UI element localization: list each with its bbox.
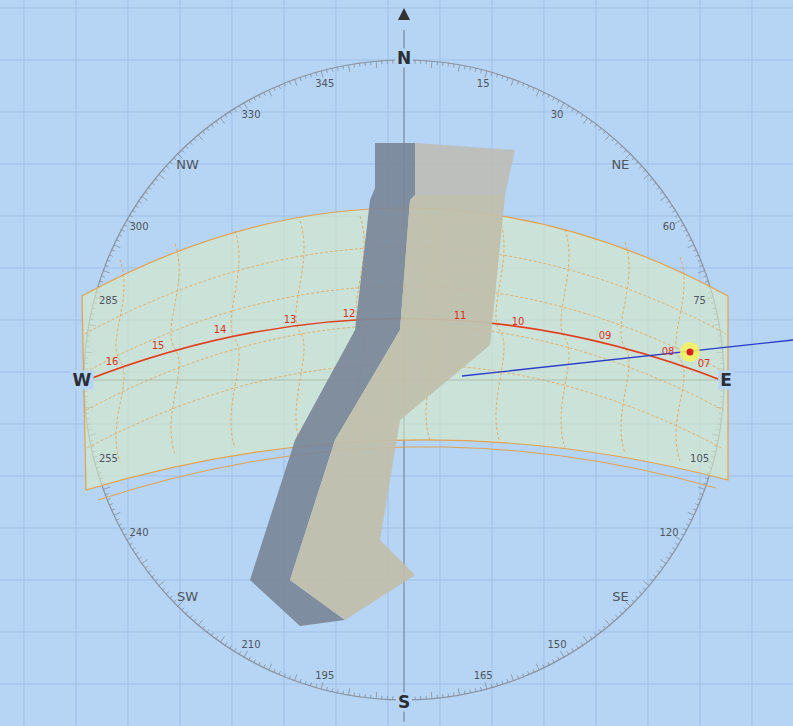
band-edge: [98, 447, 716, 500]
bearing-degree: 345: [315, 79, 334, 89]
bearing-degree: 285: [99, 296, 118, 306]
bearing-degree: 330: [241, 110, 260, 120]
hour-label: 14: [214, 325, 227, 335]
bearing-degree: 30: [551, 110, 564, 120]
sun-ray: [462, 340, 793, 376]
bearing-degree: 165: [474, 671, 493, 681]
hour-label: 16: [106, 357, 119, 367]
cardinal-direction: N: [395, 49, 413, 68]
hour-label: 07: [698, 359, 711, 369]
bearing-degree: 105: [690, 454, 709, 464]
hour-label: 11: [454, 311, 467, 321]
intercardinal-direction: NE: [611, 157, 629, 170]
bearing-degree: 120: [659, 528, 678, 538]
bearing-degree: 15: [477, 79, 490, 89]
bearing-degree: 300: [129, 222, 148, 232]
bearing-degree: 60: [663, 222, 676, 232]
intercardinal-direction: SE: [612, 590, 628, 603]
cardinal-direction: W: [71, 371, 94, 390]
cardinal-direction: E: [718, 371, 734, 390]
intercardinal-direction: SW: [177, 590, 198, 603]
bearing-degree: 240: [129, 528, 148, 538]
sun-glow: [680, 342, 700, 362]
intercardinal-direction: NW: [176, 157, 199, 170]
north-arrow: [398, 8, 410, 20]
bearing-degree: 150: [547, 640, 566, 650]
bearing-degree: 255: [99, 454, 118, 464]
hour-label: 12: [343, 309, 356, 319]
bearing-degree: 195: [315, 671, 334, 681]
sun-position: [687, 349, 694, 356]
hour-label: 09: [599, 331, 612, 341]
building-model: [250, 143, 515, 626]
bearing-degree: 210: [241, 640, 260, 650]
hour-label: 08: [662, 347, 675, 357]
hour-label: 15: [152, 341, 165, 351]
hour-label: 13: [284, 315, 297, 325]
hour-label: 10: [512, 317, 525, 327]
bearing-degree: 75: [693, 296, 706, 306]
cardinal-direction: S: [396, 693, 412, 712]
